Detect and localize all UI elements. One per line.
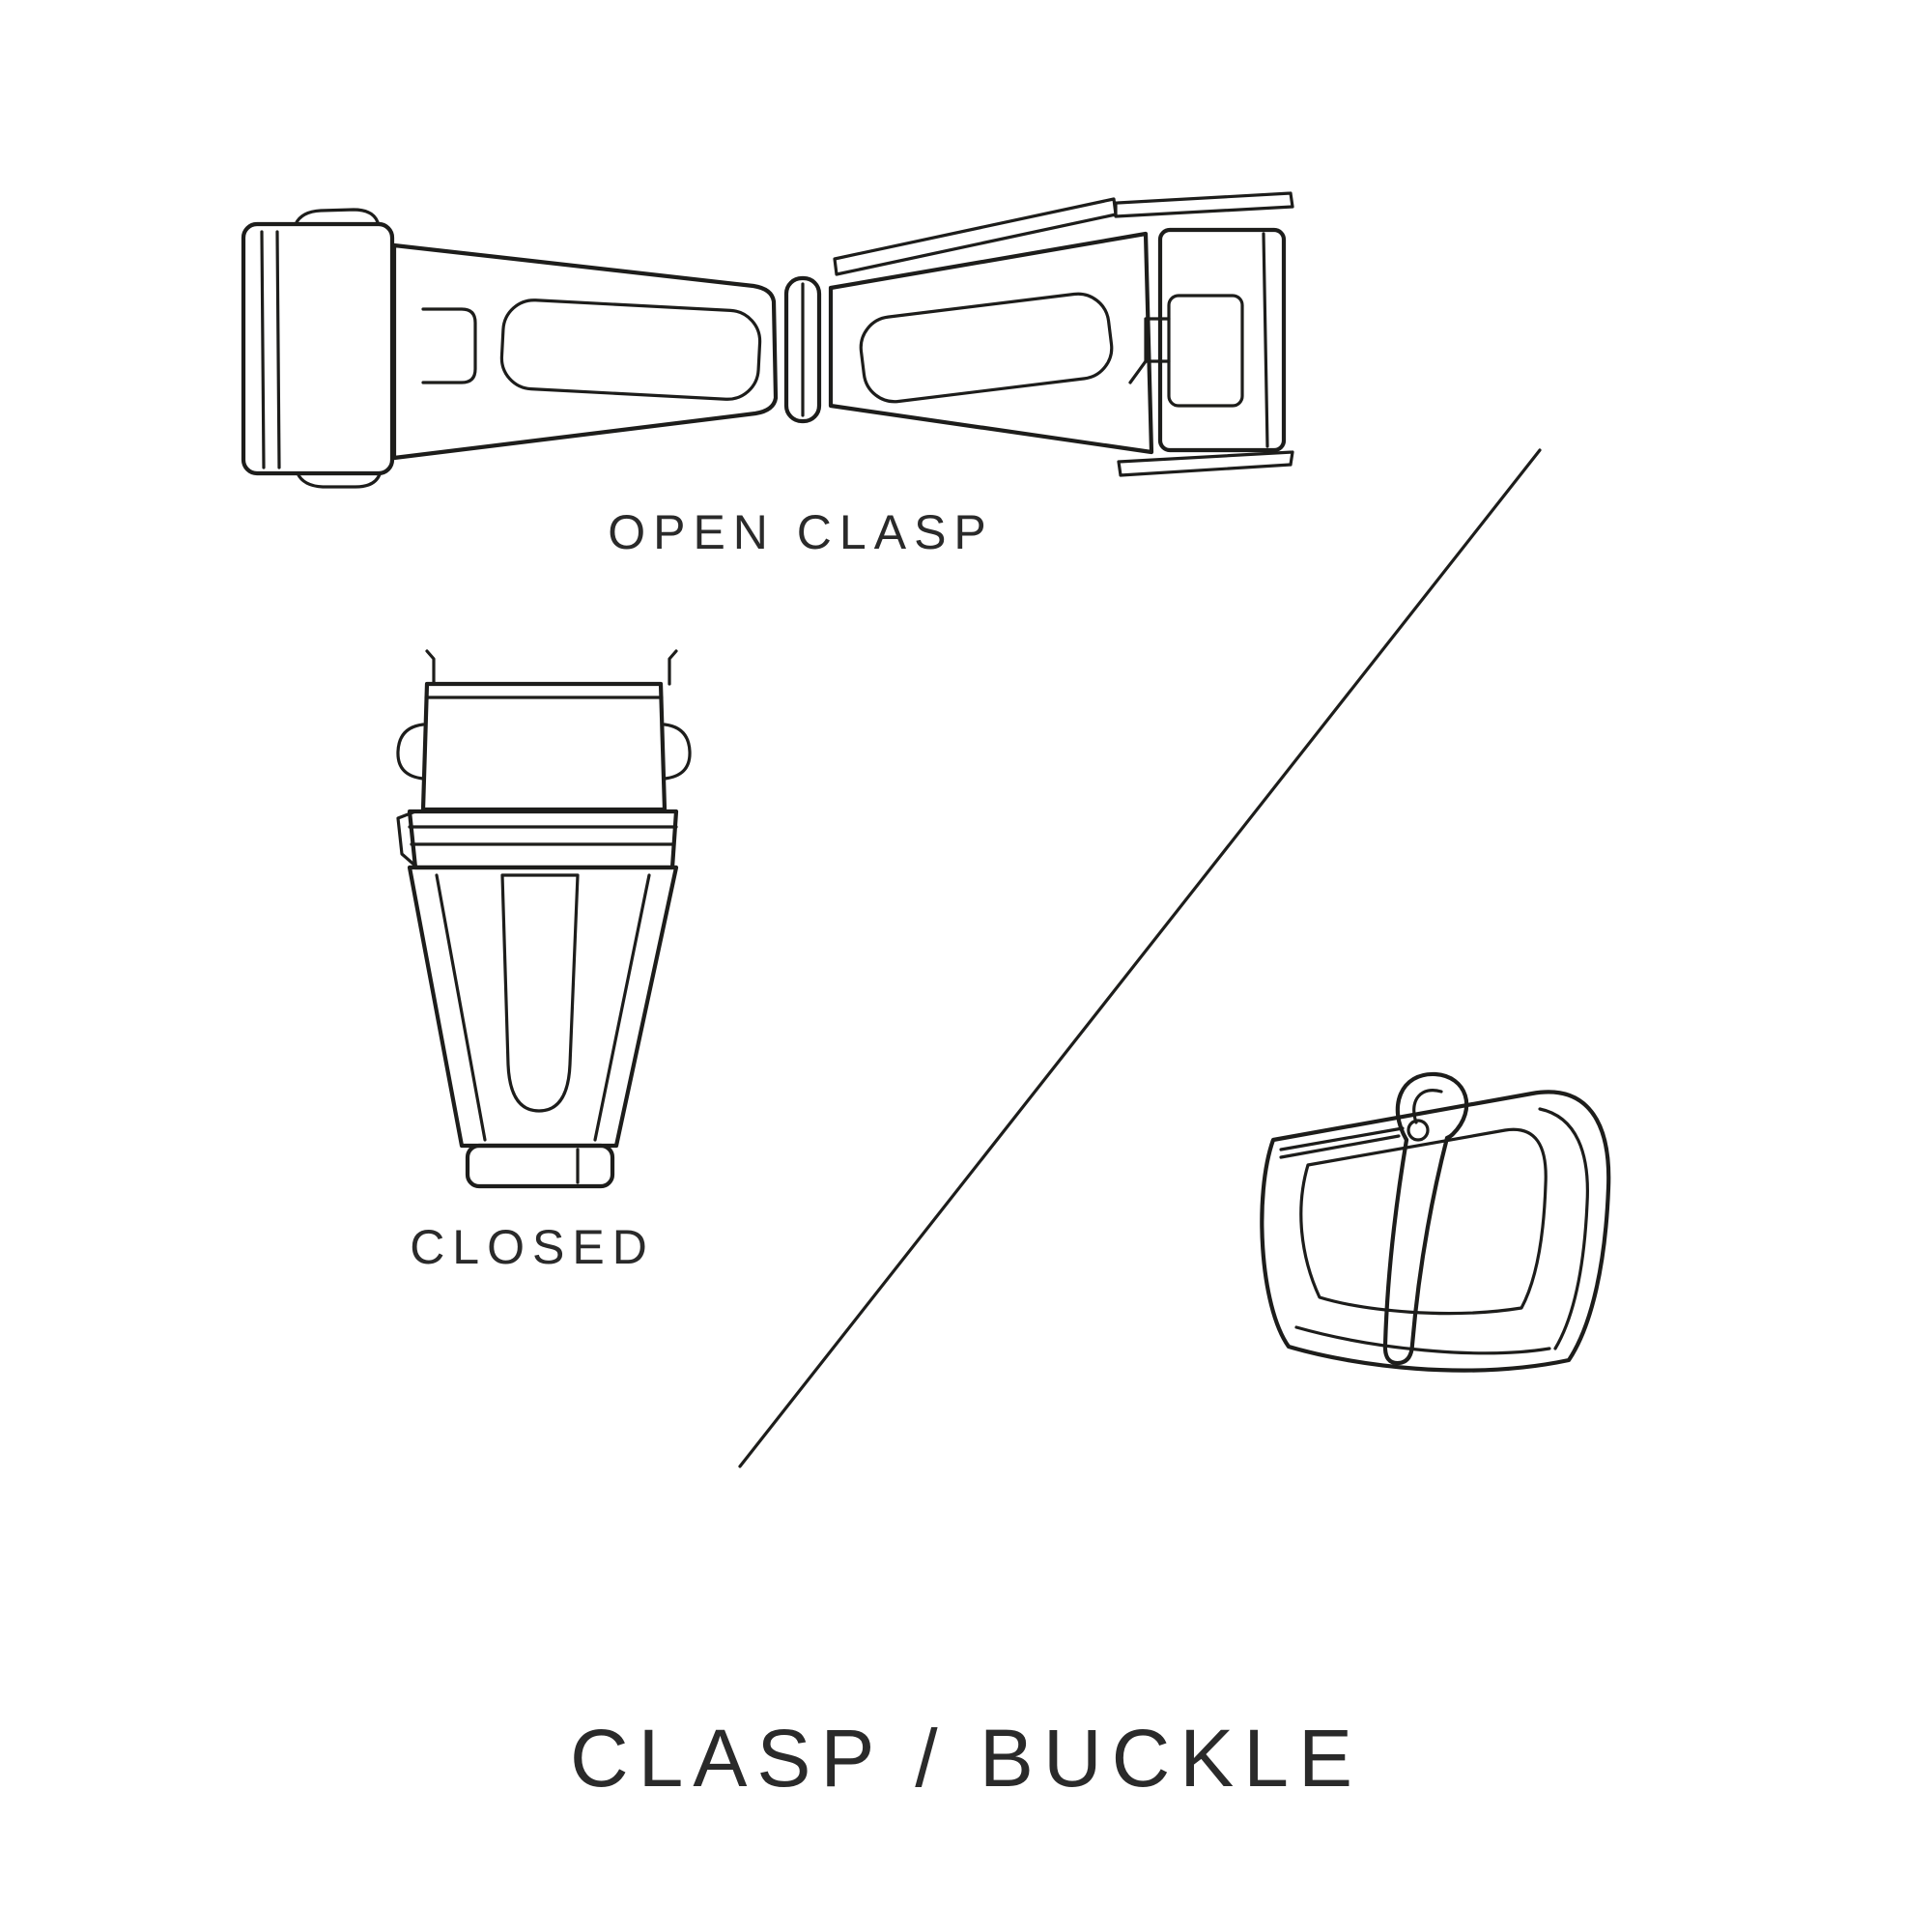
- page-title: CLASP / BUCKLE: [569, 1713, 1363, 1804]
- closed-clasp-ears: [396, 723, 692, 781]
- closed-clasp-body-lines: [435, 873, 651, 1142]
- closed-clasp-band: [407, 809, 679, 870]
- open-clasp-right-blade: [828, 231, 1154, 455]
- closed-clasp-illustration: [396, 649, 692, 1189]
- closed-clasp-cap: [465, 1143, 615, 1189]
- open-clasp-right-cutout: [859, 292, 1114, 404]
- open-clasp-left-blade: [391, 242, 779, 461]
- divider-line: [738, 448, 1542, 1468]
- buckle-prong-loop: [1395, 1071, 1469, 1143]
- open-clasp-endpiece-cutout: [1167, 294, 1244, 408]
- open-clasp-illustration: [241, 191, 1294, 489]
- buckle-illustration: [1260, 1071, 1611, 1373]
- buckle-prong: [1382, 1135, 1450, 1366]
- closed-clasp-top-block: [420, 681, 668, 812]
- open-clasp-endpiece-details: [1114, 191, 1294, 477]
- open-clasp-left-cutout: [499, 298, 762, 401]
- closed-clasp-band-lines: [396, 810, 678, 869]
- buckle-prong-loop-inner: [1412, 1089, 1443, 1124]
- open-clasp-label: OPEN CLASP: [608, 505, 994, 559]
- buckle-frame-inner: [1299, 1127, 1548, 1316]
- open-clasp-endlink-outline: [241, 221, 395, 476]
- buckle-spring-bar: [1279, 1126, 1405, 1159]
- open-clasp-endpiece: [1157, 227, 1287, 453]
- closed-clasp-slot: [500, 873, 580, 1113]
- buckle-coil: [1406, 1119, 1430, 1142]
- open-clasp-hinge: [783, 275, 822, 424]
- buckle-frame-outer: [1260, 1090, 1611, 1373]
- open-clasp-endlink-details: [260, 208, 382, 489]
- closed-clasp-body: [407, 865, 679, 1149]
- closed-label: CLOSED: [410, 1220, 655, 1274]
- open-clasp-latch: [421, 307, 477, 384]
- closed-clasp-prongs: [425, 649, 678, 686]
- open-clasp-hook: [1128, 317, 1171, 384]
- buckle-frame-thickness-lines: [1294, 1107, 1589, 1355]
